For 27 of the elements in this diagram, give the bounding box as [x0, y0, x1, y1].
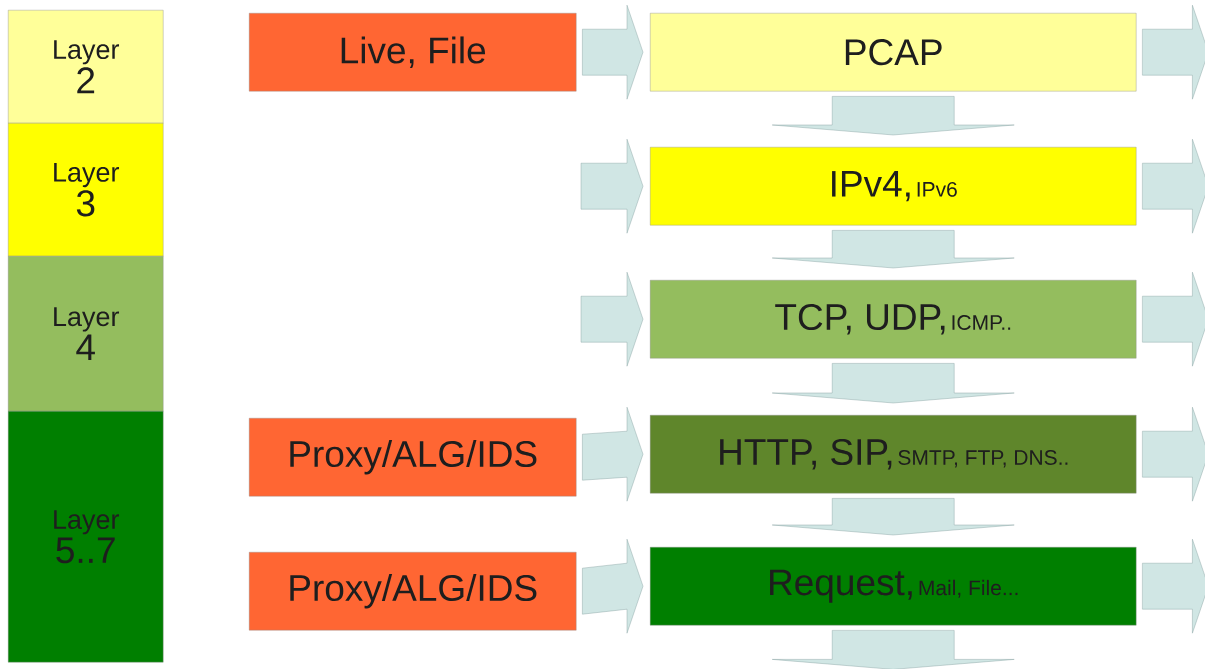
source-box: Live, File [249, 13, 577, 92]
source-box: Proxy/ALG/IDS [249, 418, 577, 497]
block-arrow [772, 630, 1015, 669]
protocol-box: HTTP, SIP, SMTP, FTP, DNS.. [650, 415, 1137, 494]
block-arrow [772, 498, 1015, 536]
block-arrow [1142, 407, 1205, 502]
layer-box: Layer 4 [8, 256, 164, 412]
block-arrow [1142, 139, 1205, 234]
layer-box: Layer 3 [8, 123, 164, 257]
protocol-box: PCAP [650, 13, 1137, 92]
block-arrow [580, 272, 644, 367]
block-arrow [582, 407, 644, 502]
block-arrow [772, 96, 1015, 136]
layer-box: Layer 2 [8, 10, 164, 124]
layer-box: Layer 5..7 [8, 411, 164, 663]
block-arrow [582, 5, 644, 100]
protocol-box: IPv4, IPv6 [650, 147, 1137, 226]
block-arrow [580, 139, 644, 234]
block-arrow [1142, 539, 1205, 634]
protocol-box: Request, Mail, File... [650, 547, 1137, 626]
block-arrow [1142, 5, 1205, 100]
protocol-box: TCP, UDP, ICMP.. [650, 280, 1137, 359]
source-box: Proxy/ALG/IDS [249, 552, 577, 631]
block-arrow [1142, 272, 1205, 367]
block-arrow [772, 230, 1015, 269]
block-arrow [772, 363, 1015, 404]
block-arrow [582, 539, 644, 634]
